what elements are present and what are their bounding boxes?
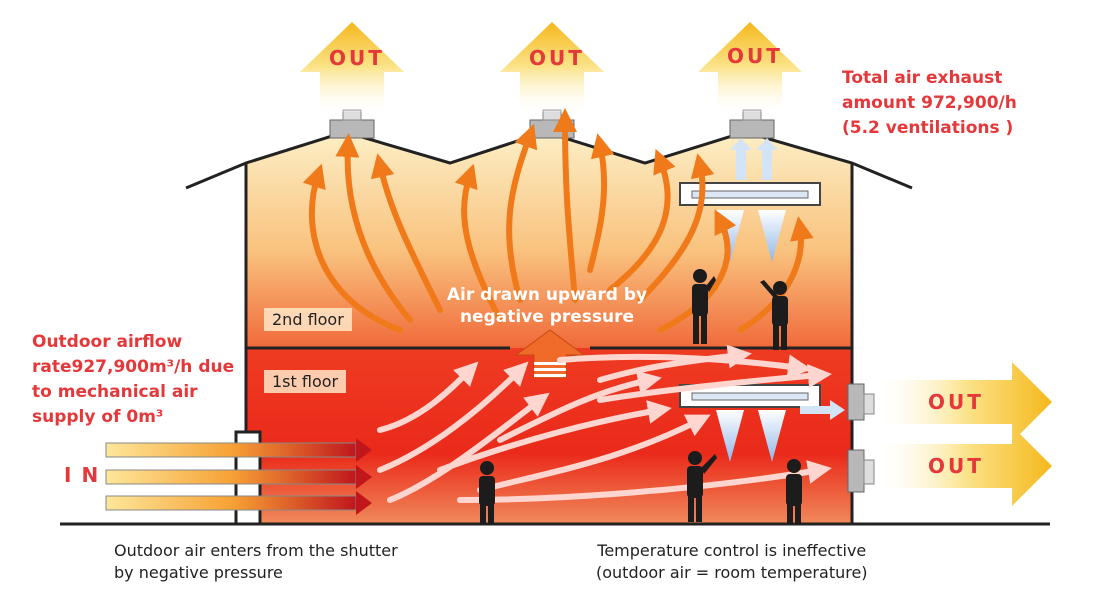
caption-right-line-1: Temperature control is ineffective — [597, 541, 867, 560]
roof-out-label-3: OUT — [727, 44, 783, 68]
roof-out-label-2: OUT — [529, 46, 585, 70]
center-note-line-2: negative pressure — [459, 307, 635, 327]
upward-airflow-arrows — [302, 108, 814, 333]
total-exhaust-line-2: amount 972,900/h — [842, 93, 1017, 113]
center-note-line-1: Air drawn upward by — [446, 285, 648, 305]
floor-2-label: 2nd floor — [264, 308, 352, 331]
outdoor-airflow-line-1: Outdoor airflow — [32, 332, 183, 352]
caption-left: Outdoor air enters from the shutter by n… — [114, 540, 398, 584]
caption-right: Temperature control is ineffective (outd… — [596, 540, 868, 584]
inflow-arrows — [105, 438, 372, 515]
people-silhouettes — [479, 269, 802, 524]
roof-out-arrows — [300, 22, 802, 112]
first-floor-airflow-arrows — [377, 344, 832, 503]
outdoor-airflow-note: Outdoor airflow rate927,900m³/h due to m… — [32, 330, 234, 430]
caption-right-line-2: (outdoor air = room temperature) — [596, 563, 868, 582]
ac-units — [679, 182, 821, 408]
roof-fans — [329, 109, 775, 139]
cool-air-arrows — [716, 138, 845, 462]
caption-left-line-1: Outdoor air enters from the shutter — [114, 541, 398, 560]
in-label: IN — [64, 463, 109, 487]
caption-left-line-2: by negative pressure — [114, 563, 283, 582]
person-icon — [786, 459, 802, 524]
person-icon — [479, 461, 495, 524]
wall-fans — [847, 383, 875, 493]
floor-1-label: 1st floor — [264, 370, 347, 393]
side-out-arrows — [880, 362, 1052, 506]
roof-out-label-1: OUT — [329, 46, 385, 70]
total-exhaust-line-3: (5.2 ventilations ) — [842, 118, 1014, 138]
center-note: Air drawn upward by negative pressure — [436, 284, 658, 328]
outdoor-airflow-line-4: supply of 0m³ — [32, 407, 164, 427]
person-icon — [692, 269, 716, 344]
person-icon — [687, 451, 717, 522]
total-exhaust-note: Total air exhaust amount 972,900/h (5.2 … — [842, 66, 1017, 141]
outdoor-airflow-line-3: to mechanical air — [32, 382, 198, 402]
side-out-label-2: OUT — [928, 454, 984, 478]
person-icon — [760, 280, 788, 350]
side-out-label-1: OUT — [928, 390, 984, 414]
outdoor-airflow-line-2: rate927,900m³/h due — [32, 357, 235, 377]
central-up-arrow — [514, 329, 586, 379]
total-exhaust-line-1: Total air exhaust — [842, 68, 1003, 88]
